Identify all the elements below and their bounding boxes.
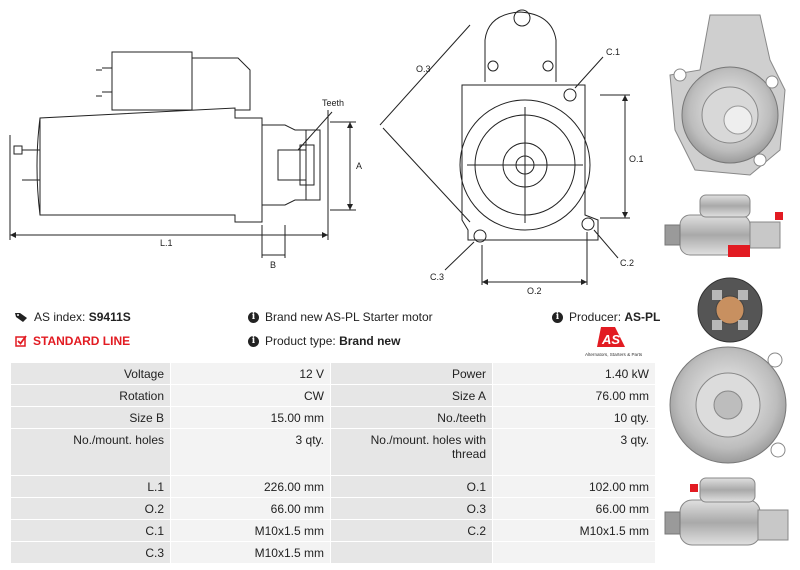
spec-label: No./mount. holes with thread — [330, 428, 493, 476]
as-index-value: S9411S — [88, 310, 131, 324]
spec-value: 15.00 mm — [170, 406, 331, 429]
as-index-row: AS index: S9411S — [15, 310, 131, 324]
label-l1: L.1 — [160, 238, 173, 248]
info-icon: i — [248, 311, 259, 323]
spec-value: M10x1.5 mm — [170, 519, 331, 542]
spec-value — [492, 541, 656, 564]
photo-rear-view — [697, 277, 763, 343]
logo-mark-text: AS — [601, 332, 620, 347]
spec-label: C.1 — [10, 519, 171, 542]
label-c1: C.1 — [606, 47, 620, 57]
technical-drawing: Teeth A B L.1 O.3 C.1 — [9, 9, 644, 296]
spec-label: Voltage — [10, 362, 171, 385]
spec-label: Power — [330, 362, 493, 385]
product-photos — [664, 14, 789, 546]
table-row: No./mount. holes 3 qty. No./mount. holes… — [10, 428, 656, 476]
spec-label: C.3 — [10, 541, 171, 564]
spec-value: 76.00 mm — [492, 384, 656, 407]
spec-label: Size B — [10, 406, 171, 429]
table-row: C.1 M10x1.5 mm C.2 M10x1.5 mm — [10, 519, 656, 542]
as-index-label: AS index: — [34, 310, 86, 324]
table-row: Rotation CW Size A 76.00 mm — [10, 384, 656, 407]
label-a: A — [356, 161, 362, 171]
table-row: O.2 66.00 mm O.3 66.00 mm — [10, 497, 656, 520]
spec-value: 12 V — [170, 362, 331, 385]
product-type-label: Product type: — [265, 334, 336, 348]
spec-value: 1.40 kW — [492, 362, 656, 385]
spec-label: Rotation — [10, 384, 171, 407]
info-icon: i — [552, 311, 563, 323]
brand-new-row: i Brand new AS-PL Starter motor — [248, 310, 433, 324]
producer-row: i Producer: AS-PL — [552, 310, 660, 324]
table-row: L.1 226.00 mm O.1 102.00 mm — [10, 475, 656, 498]
spec-value: 3 qty. — [492, 428, 656, 476]
spec-value: M10x1.5 mm — [492, 519, 656, 542]
info-icon: i — [248, 335, 259, 347]
logo-tagline: Alternators, Starters & Parts — [585, 352, 643, 357]
logo-mark: AS Alternators, Starters & Parts — [585, 327, 643, 357]
as-pl-logo: AS Alternators, Starters & Parts — [585, 325, 655, 359]
standard-line-row: STANDARD LINE — [15, 334, 130, 348]
table-row: C.3 M10x1.5 mm — [10, 541, 656, 564]
spec-value: 102.00 mm — [492, 475, 656, 498]
check-square-icon — [15, 335, 27, 347]
spec-label — [330, 541, 493, 564]
table-row: Size B 15.00 mm No./teeth 10 qty. — [10, 406, 656, 429]
spec-value: 66.00 mm — [170, 497, 331, 520]
label-o3: O.3 — [416, 64, 431, 74]
label-c3: C.3 — [430, 272, 444, 282]
spec-value: 66.00 mm — [492, 497, 656, 520]
brand-new-text: Brand new AS-PL Starter motor — [265, 310, 433, 324]
spec-label: No./teeth — [330, 406, 493, 429]
producer-value: AS-PL — [624, 310, 661, 324]
photo-flange-view — [669, 346, 787, 464]
spec-value: 10 qty. — [492, 406, 656, 429]
standard-line-text: STANDARD LINE — [33, 334, 131, 348]
spec-value: 226.00 mm — [170, 475, 331, 498]
spec-label: No./mount. holes — [10, 428, 171, 476]
producer-label: Producer: — [569, 310, 622, 324]
label-c2: C.2 — [620, 258, 634, 268]
photo-front-view — [669, 14, 786, 176]
spec-label: O.3 — [330, 497, 493, 520]
spec-label: O.2 — [10, 497, 171, 520]
photo-side-view-2 — [664, 477, 789, 546]
spec-label: C.2 — [330, 519, 493, 542]
spec-value: M10x1.5 mm — [170, 541, 331, 564]
label-teeth: Teeth — [322, 98, 344, 108]
label-b: B — [270, 260, 276, 270]
spec-value: 3 qty. — [170, 428, 331, 476]
label-o1: O.1 — [629, 154, 644, 164]
product-type-row: i Product type: Brand new — [248, 334, 400, 348]
label-o2: O.2 — [527, 286, 542, 296]
spec-label: O.1 — [330, 475, 493, 498]
product-type-value: Brand new — [339, 334, 401, 348]
spec-table: Voltage 12 V Power 1.40 kW Rotation CW S… — [10, 362, 656, 564]
tag-icon — [15, 312, 27, 322]
product-info: AS index: S9411S STANDARD LINE i Brand n… — [10, 305, 660, 355]
table-row: Voltage 12 V Power 1.40 kW — [10, 362, 656, 385]
photo-side-view — [664, 194, 783, 257]
spec-label: L.1 — [10, 475, 171, 498]
spec-label: Size A — [330, 384, 493, 407]
spec-value: CW — [170, 384, 331, 407]
